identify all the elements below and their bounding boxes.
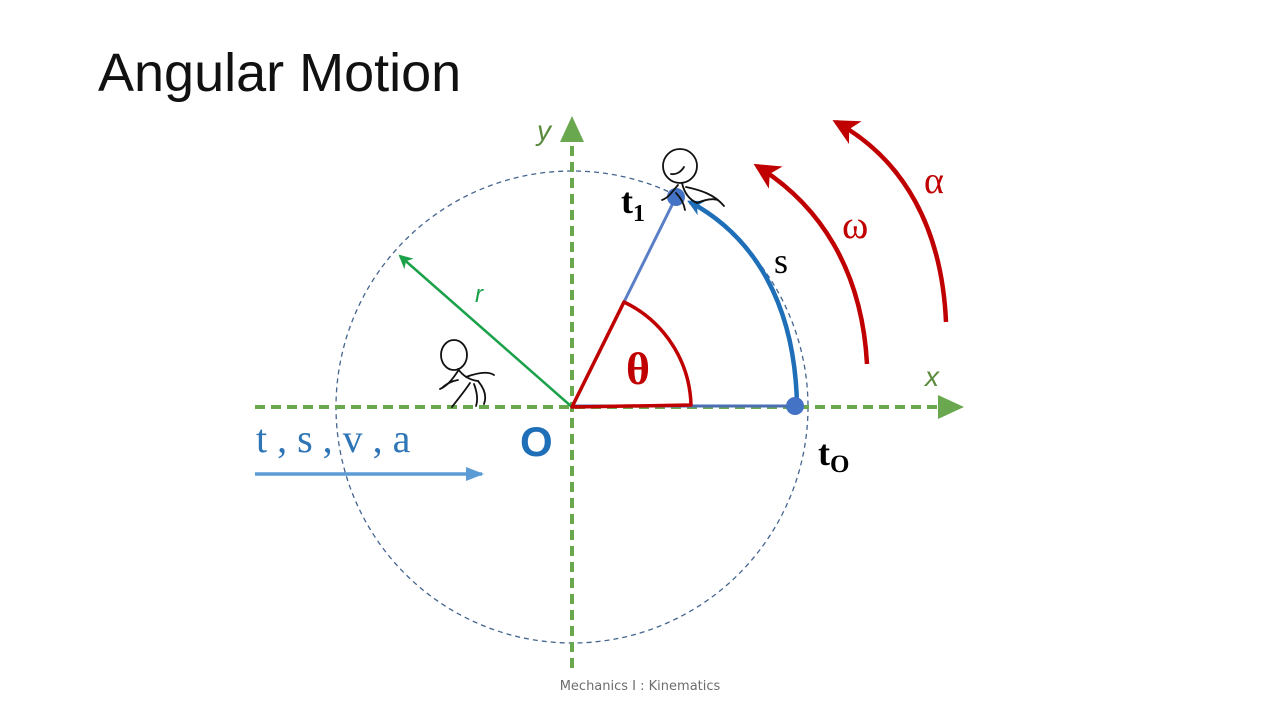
t0-label-sub: O <box>830 451 849 478</box>
t0-label: tO <box>818 433 849 478</box>
y-axis-arrowhead <box>560 116 584 142</box>
alpha-arrow <box>832 120 949 323</box>
stick-figure-t1 <box>661 148 725 211</box>
slide-footer: Mechanics I : Kinematics <box>559 679 721 694</box>
radius-vector <box>398 254 573 408</box>
t1-label-sub: 1 <box>633 201 645 227</box>
t1-label: t1 <box>621 181 645 227</box>
linear-variables: t , s , v , a <box>256 416 411 461</box>
angle-label: θ <box>626 343 650 394</box>
arc-length-s <box>687 200 800 406</box>
angle-arc <box>570 300 693 409</box>
t0-label-main: t <box>818 433 830 473</box>
radius-label: r <box>475 281 484 308</box>
y-axis-label: y <box>535 115 553 146</box>
omega-arrow <box>753 163 870 365</box>
stick-figure-origin <box>439 339 495 408</box>
x-axis-label: x <box>923 361 940 392</box>
x-axis-arrowhead <box>938 395 964 419</box>
point-t0 <box>786 397 804 415</box>
omega-label: ω <box>842 202 868 247</box>
t1-label-main: t <box>621 181 633 221</box>
alpha-label: α <box>924 160 944 202</box>
origin-label: O <box>520 418 553 465</box>
arc-label: s <box>774 241 788 281</box>
slide-title: Angular Motion <box>98 43 462 103</box>
